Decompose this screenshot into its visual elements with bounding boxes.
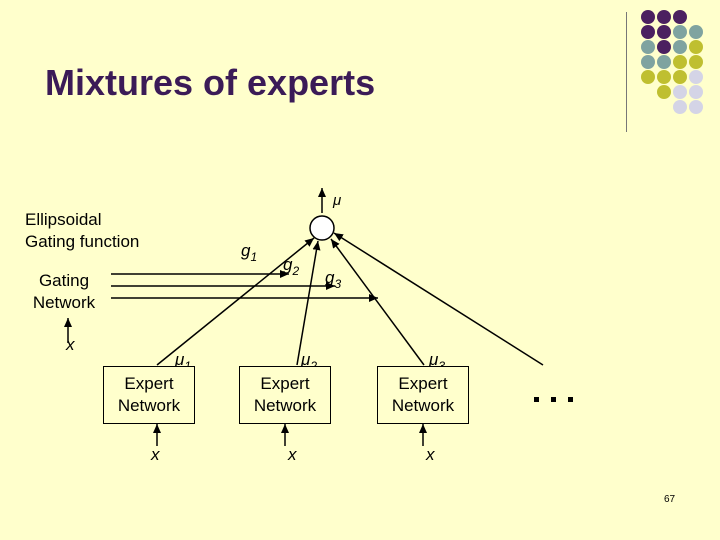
expert-network-box-1: Expert Network	[103, 366, 195, 424]
decor-dot	[641, 25, 655, 39]
decor-dot	[689, 100, 703, 114]
decor-divider	[626, 12, 627, 132]
expert-1-link	[156, 237, 315, 366]
gate-label-3: g3	[325, 268, 342, 291]
decor-dot	[641, 70, 655, 84]
ellipsis-dot	[551, 397, 556, 402]
gate-label-2: g2	[283, 255, 300, 278]
decor-dot	[689, 85, 703, 99]
decor-dot	[689, 25, 703, 39]
decor-dot	[673, 100, 687, 114]
ellipsis-dot	[568, 397, 573, 402]
decor-dot	[673, 40, 687, 54]
expert-network-box-3: Expert Network	[377, 366, 469, 424]
decor-dot	[657, 40, 671, 54]
decor-dot	[657, 10, 671, 24]
gating-network-box: Gating Network	[32, 271, 96, 312]
decor-dot	[673, 85, 687, 99]
decor-dot	[641, 55, 655, 69]
slide-title: Mixtures of experts	[45, 62, 376, 103]
decor-dot	[641, 10, 655, 24]
decor-dot	[689, 40, 703, 54]
page-number: 67	[664, 494, 676, 505]
expert-more-link	[333, 232, 544, 366]
decor-dot	[657, 70, 671, 84]
expert-2-input-label: x	[288, 445, 297, 464]
decor-dot	[641, 40, 655, 54]
decor-dot	[673, 70, 687, 84]
decor-dot	[657, 25, 671, 39]
decor-dot	[673, 10, 687, 24]
output-label: μ	[333, 192, 342, 209]
decor-dot	[689, 55, 703, 69]
decor-dot	[657, 85, 671, 99]
combiner-node	[309, 215, 335, 241]
decor-dot	[689, 70, 703, 84]
expert-network-box-2: Expert Network	[239, 366, 331, 424]
gate-label-1: g1	[241, 241, 258, 264]
ellipsis-dot	[534, 397, 539, 402]
expert-3-input-label: x	[426, 445, 435, 464]
decor-dot	[657, 55, 671, 69]
more-experts-ellipsis	[534, 397, 573, 402]
decor-dot	[673, 25, 687, 39]
gating-input-label: x	[66, 335, 75, 354]
expert-1-input-label: x	[151, 445, 160, 464]
expert-2-link	[296, 240, 321, 366]
gating-function-label: Ellipsoidal Gating function	[25, 210, 140, 251]
expert-3-link	[330, 238, 425, 366]
decor-dot	[673, 55, 687, 69]
